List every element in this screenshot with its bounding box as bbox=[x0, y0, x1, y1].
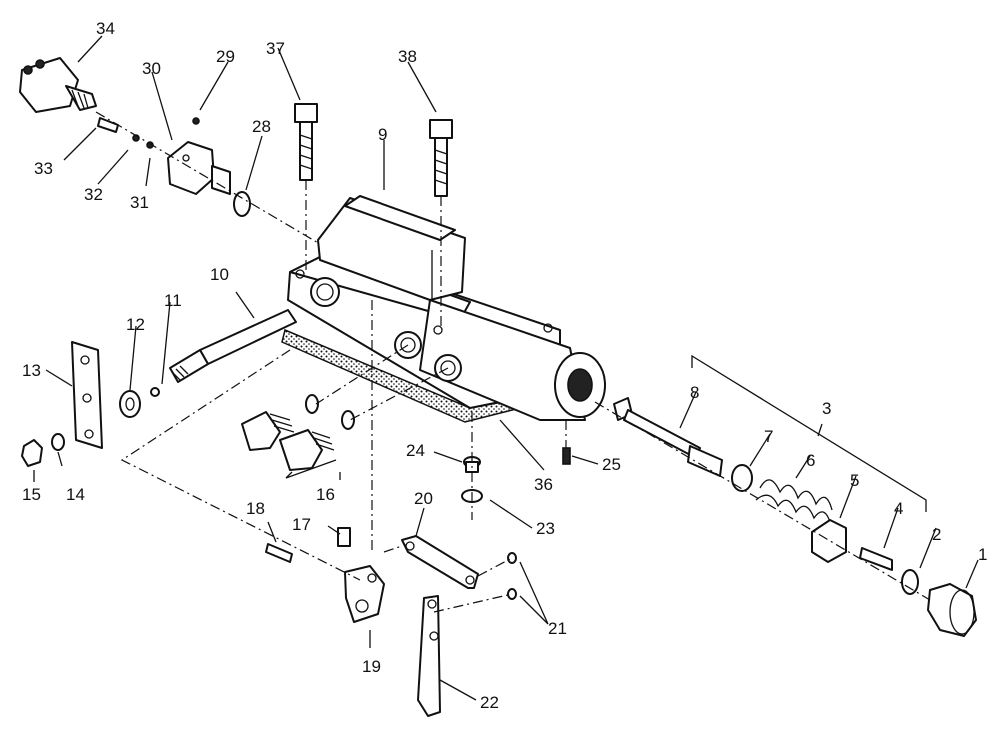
bracket-13 bbox=[71, 341, 103, 449]
callout-28: 28 bbox=[252, 117, 271, 136]
callout-36: 36 bbox=[534, 475, 553, 494]
callout-19: 19 bbox=[362, 657, 381, 676]
callout-8: 8 bbox=[690, 383, 699, 402]
callout-14: 14 bbox=[66, 485, 85, 504]
washer-12 bbox=[119, 390, 141, 418]
callout-2: 2 bbox=[932, 525, 941, 544]
callout-5: 5 bbox=[850, 471, 859, 490]
callout-37: 37 bbox=[266, 39, 285, 58]
callout-10: 10 bbox=[210, 265, 229, 284]
callout-16: 16 bbox=[316, 485, 335, 504]
callout-3: 3 bbox=[822, 399, 831, 418]
o-ring-28 bbox=[233, 191, 251, 217]
callout-24: 24 bbox=[406, 441, 425, 460]
assembly-centerlines bbox=[95, 111, 931, 613]
bolt-38 bbox=[429, 119, 453, 197]
arm-22 bbox=[417, 595, 441, 717]
collar-5 bbox=[811, 519, 847, 563]
spring-6 bbox=[755, 479, 833, 523]
callout-22: 22 bbox=[480, 693, 499, 712]
callout-7: 7 bbox=[764, 427, 773, 446]
clips-21 bbox=[507, 552, 517, 600]
plug-16b bbox=[279, 410, 355, 471]
callout-11: 11 bbox=[164, 291, 182, 310]
callout-30: 30 bbox=[142, 59, 161, 78]
fitting-30 bbox=[167, 141, 231, 195]
spool-8 bbox=[613, 397, 723, 477]
fitting-17 bbox=[337, 527, 351, 547]
callout-31: 31 bbox=[130, 193, 149, 212]
pin-4 bbox=[859, 547, 893, 571]
bolt-37 bbox=[294, 103, 318, 181]
callout-21: 21 bbox=[548, 619, 567, 638]
valve-spool-10 bbox=[169, 309, 297, 383]
callout-9: 9 bbox=[378, 125, 387, 144]
callout-6: 6 bbox=[806, 451, 815, 470]
callout-25: 25 bbox=[602, 455, 621, 474]
callout-17: 17 bbox=[292, 515, 311, 534]
callout-33: 33 bbox=[34, 159, 53, 178]
washer-7 bbox=[731, 464, 753, 492]
assembly-bracket-3 bbox=[691, 354, 927, 512]
callout-13: 13 bbox=[22, 361, 41, 380]
callout-38: 38 bbox=[398, 47, 417, 66]
callout-29: 29 bbox=[216, 47, 235, 66]
callout-1: 1 bbox=[978, 545, 987, 564]
callout-15: 15 bbox=[22, 485, 41, 504]
callout-20: 20 bbox=[414, 489, 433, 508]
ring-11 bbox=[150, 387, 160, 397]
bracket-16 bbox=[285, 459, 337, 479]
link-20 bbox=[401, 535, 479, 589]
lever-19 bbox=[344, 565, 385, 623]
nut-15-washer-14 bbox=[21, 433, 65, 467]
callout-32: 32 bbox=[84, 185, 103, 204]
pressure-switch bbox=[19, 57, 97, 113]
o-ring-2 bbox=[901, 569, 919, 595]
leader-lines bbox=[33, 35, 979, 701]
callout-4: 4 bbox=[894, 499, 903, 518]
cap-1 bbox=[927, 583, 977, 637]
pin-18 bbox=[265, 543, 293, 563]
callouts: 1 2 3 4 5 6 7 8 9 10 11 12 13 14 15 16 1… bbox=[22, 19, 987, 712]
callout-18: 18 bbox=[246, 499, 265, 518]
plug-25 bbox=[562, 447, 571, 465]
valve-housing bbox=[281, 195, 606, 423]
plug-16a bbox=[241, 394, 319, 451]
callout-12: 12 bbox=[126, 315, 145, 334]
callout-34: 34 bbox=[96, 19, 115, 38]
callout-23: 23 bbox=[536, 519, 555, 538]
